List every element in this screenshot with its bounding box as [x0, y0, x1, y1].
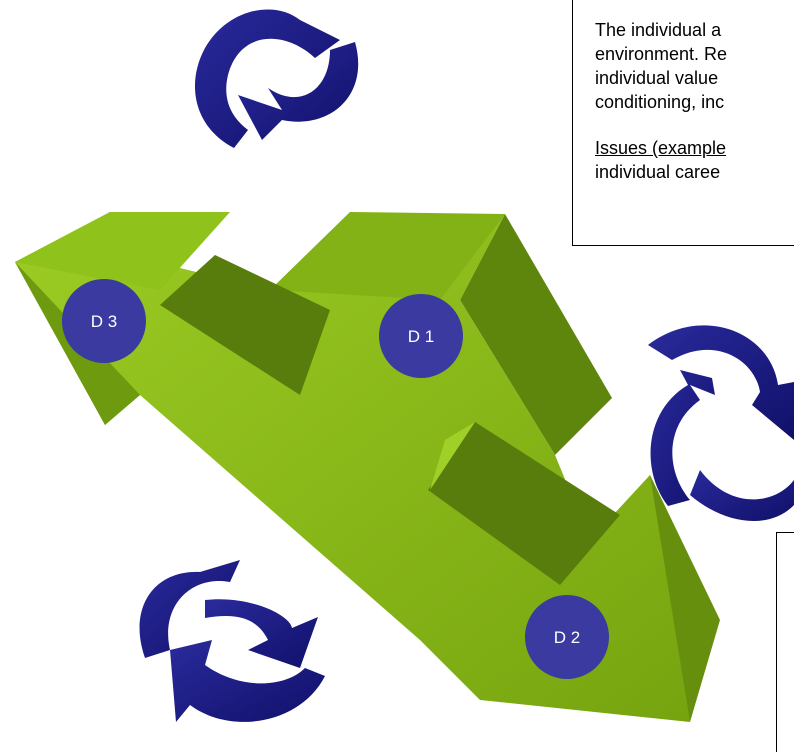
node-d3-label: D 3: [91, 312, 117, 331]
node-d2: D 2: [525, 595, 609, 679]
node-d1: D 1: [379, 294, 463, 378]
description-line-6: individual caree: [595, 162, 721, 182]
arrow-top-face-left: [15, 212, 230, 290]
cycle-arrows-top: [194, 9, 359, 149]
node-d3-circle: [62, 279, 146, 363]
node-d2-circle: [525, 595, 609, 679]
description-line-2: environment. Re: [595, 44, 728, 64]
node-d1-circle: [379, 294, 463, 378]
cycle-arrow-right-a: [648, 325, 794, 440]
description-line-1: The individual a: [595, 20, 722, 40]
node-d2-label: D 2: [554, 628, 580, 647]
arrow-notch-lower: [428, 422, 620, 585]
description-text-box: The individual a environment. Re individ…: [572, 0, 794, 246]
green-arrow: [15, 212, 720, 722]
cycle-arrow-right-b: [650, 370, 715, 506]
arrow-front-face: [15, 212, 690, 722]
three-arrow-diagram: D 3 D 1 D 2: [15, 9, 794, 722]
node-d3: D 3: [62, 279, 146, 363]
secondary-text-box: [776, 532, 794, 752]
description-line-3: individual value: [595, 68, 719, 88]
node-d1-label: D 1: [408, 327, 434, 346]
cycle-arrow-top-a: [194, 9, 340, 149]
arrow-top-face-upper: [270, 212, 505, 300]
issues-label: Issues (example: [595, 138, 727, 158]
cycle-arrow-bottom-b: [205, 599, 318, 668]
description-line-4: conditioning, inc: [595, 92, 725, 112]
arrow-notch-lower-lip: [430, 422, 475, 490]
cycle-arrows-right: [648, 325, 794, 522]
cycle-arrow-top-b: [238, 42, 359, 140]
cycle-arrows-bottom: [139, 560, 325, 722]
arrow-notch-upper: [160, 255, 330, 395]
cycle-arrow-bottom-a: [139, 560, 240, 658]
arrow-side-face-upper: [460, 214, 612, 455]
cycle-arrow-bottom-c: [170, 640, 325, 722]
cycle-arrow-right-c: [690, 470, 794, 522]
description-text: The individual a environment. Re individ…: [595, 18, 794, 184]
